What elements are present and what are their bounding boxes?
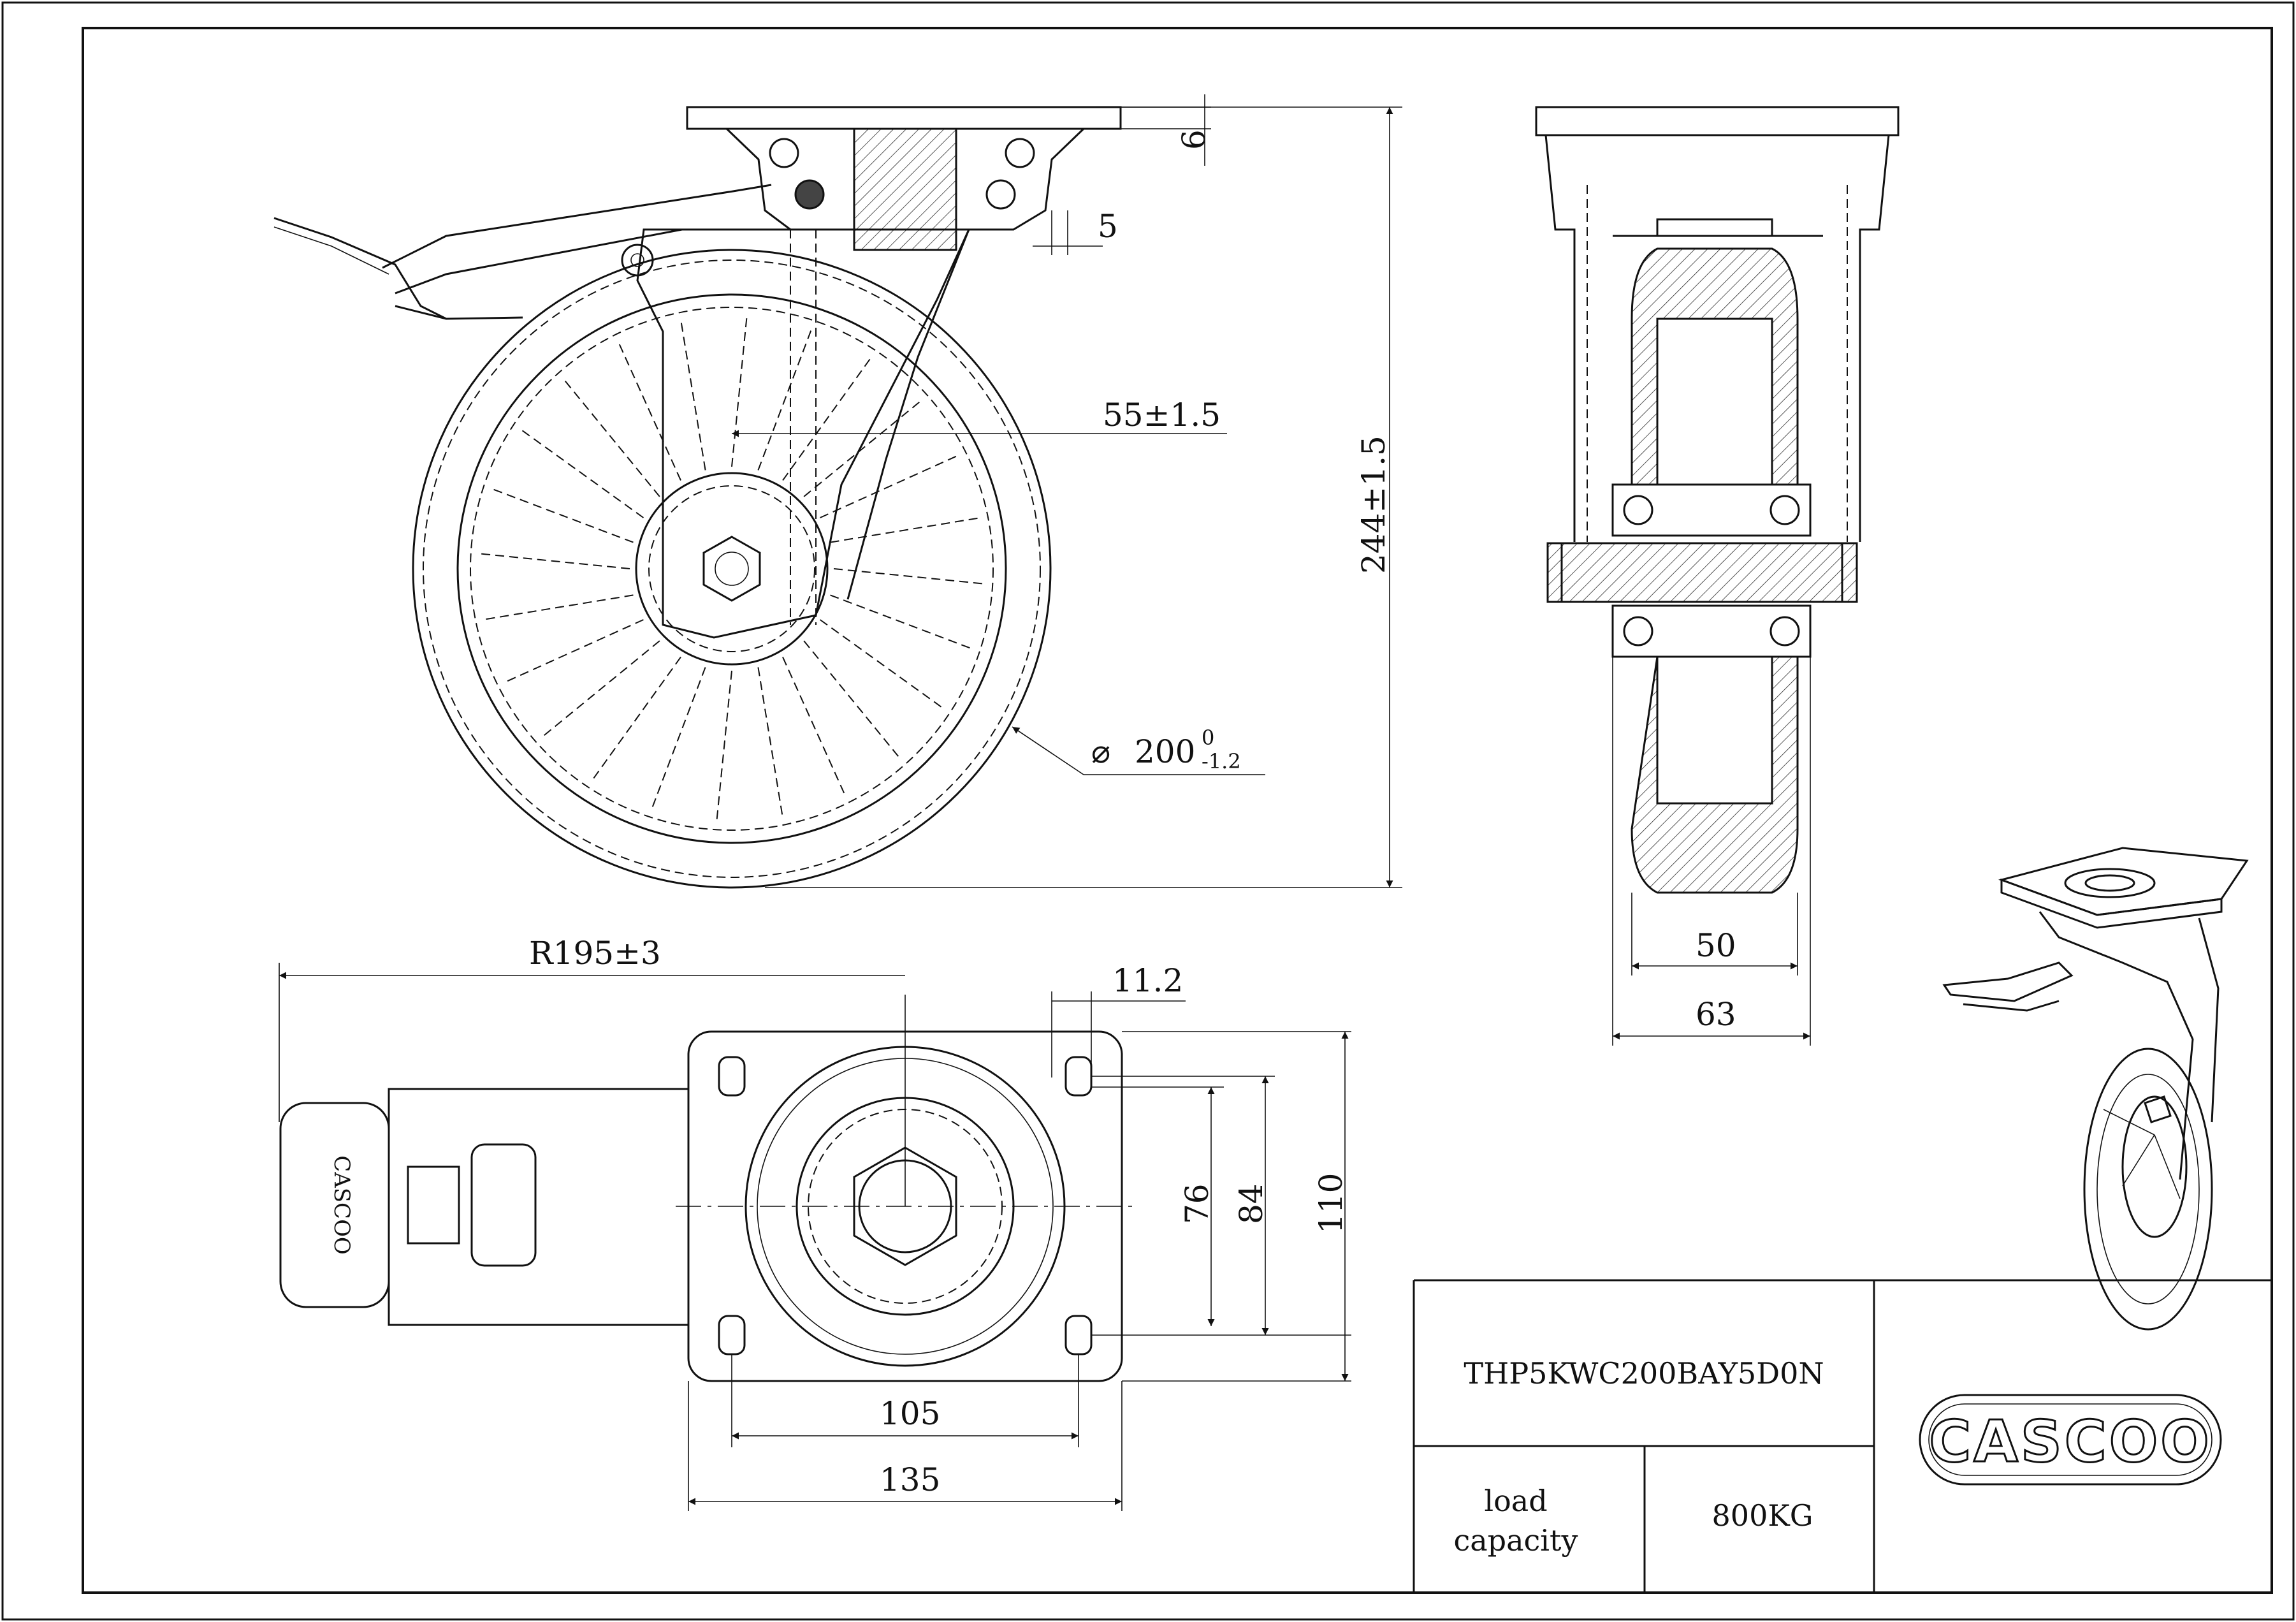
dim-plate-width: 135 xyxy=(880,1461,940,1498)
wheel-spoke xyxy=(731,314,748,467)
dim-wheel-diameter: 200 xyxy=(1135,733,1195,770)
kingpin-section xyxy=(853,128,957,251)
wheel-spoke xyxy=(757,667,784,819)
wheel-spoke xyxy=(650,667,706,811)
title-block: THP5KWC200BAY5D0N load capacity 800KG CA… xyxy=(1413,1279,2272,1593)
wheel-spoke xyxy=(803,398,923,497)
wheel-spoke xyxy=(477,553,630,569)
iso-wheel xyxy=(2083,1048,2213,1331)
bolt-slot xyxy=(718,1315,746,1355)
axle-nut xyxy=(702,536,761,602)
wheel-spoke xyxy=(819,619,945,710)
model-code: THP5KWC200BAY5D0N xyxy=(1464,1356,1824,1391)
dim-swivel-radius: R195±3 xyxy=(529,935,661,972)
wheel-spoke xyxy=(617,340,681,481)
dim-bolt-spacing-y: 84 xyxy=(1233,1183,1270,1224)
dim-wheel-tol-upper: 0 xyxy=(1202,726,1214,750)
dim-bolt-spacing-x: 105 xyxy=(880,1395,940,1432)
dim-offset: 55±1.5 xyxy=(1103,397,1221,434)
wheel-spoke xyxy=(679,318,706,471)
wheel-tire xyxy=(412,249,1052,889)
brake-pedal-logo: CASCOO xyxy=(329,1155,354,1255)
dim-tread-width: 50 xyxy=(1696,927,1736,964)
kingpin-nut xyxy=(853,1146,957,1266)
wheel-spoke xyxy=(803,640,902,760)
isometric-view xyxy=(1942,847,2249,1331)
dim-wheel-diameter-symbol: ⌀ xyxy=(1091,733,1110,770)
wheel-spoke xyxy=(757,326,813,471)
bolt-slot xyxy=(718,1056,746,1097)
top-plate xyxy=(686,106,1122,130)
wheel-spoke xyxy=(590,656,681,782)
wheel-spoke xyxy=(782,657,846,798)
wheel-hub xyxy=(635,472,829,666)
wheel-spoke xyxy=(716,670,732,824)
dim-bolt-spacing-y-inner: 76 xyxy=(1179,1183,1216,1224)
wheel-spoke xyxy=(833,568,987,585)
wheel-spoke xyxy=(490,487,634,543)
wheel-spoke xyxy=(830,594,974,650)
dim-hub-length: 63 xyxy=(1696,996,1736,1033)
dim-mount-height-top: 6 xyxy=(1175,129,1212,150)
wheel-spoke xyxy=(830,516,982,543)
load-label-line2: capacity xyxy=(1453,1523,1578,1558)
wheel-spoke xyxy=(782,355,873,481)
bolt-slot xyxy=(1064,1315,1093,1355)
company-logo: CASCOO xyxy=(1929,1408,2212,1475)
drawing-frame xyxy=(82,27,2273,1594)
dim-mount-height-lower: 5 xyxy=(1098,208,1118,245)
wheel-spoke xyxy=(820,454,961,518)
wheel-spoke xyxy=(541,640,660,739)
dim-plate-height: 110 xyxy=(1312,1173,1349,1234)
side-elevation-view: 6 5 55±1.5 244±1.5 ⌀ 200 0 -1.2 xyxy=(273,94,1402,889)
iso-brake-pedal xyxy=(1942,961,2074,1002)
wheel-spokes xyxy=(477,314,987,824)
brake-pedal xyxy=(273,217,447,320)
dim-overall-height: 244±1.5 xyxy=(1355,435,1392,574)
bolt-slot xyxy=(1064,1056,1093,1097)
wheel-spoke xyxy=(481,594,634,621)
wheel-rim xyxy=(456,293,1007,844)
dim-wheel-tol-lower: -1.2 xyxy=(1202,749,1241,773)
load-value: 800KG xyxy=(1712,1498,1813,1533)
company-logo-frame xyxy=(1919,1394,2222,1486)
iso-top-plate xyxy=(1998,847,2249,916)
wheel-spoke xyxy=(562,377,660,497)
load-label-line1: load xyxy=(1484,1484,1547,1518)
axle-section xyxy=(1546,542,1858,603)
dim-slot-width: 11.2 xyxy=(1112,962,1183,999)
wheel-spoke xyxy=(503,619,644,683)
top-plan-view: CASCOO R195±3 11.2 76 84 xyxy=(279,935,1351,1511)
wheel-spoke xyxy=(518,427,644,518)
front-top-plate xyxy=(1535,106,1900,136)
front-section-view: 50 63 xyxy=(1535,106,1900,1046)
